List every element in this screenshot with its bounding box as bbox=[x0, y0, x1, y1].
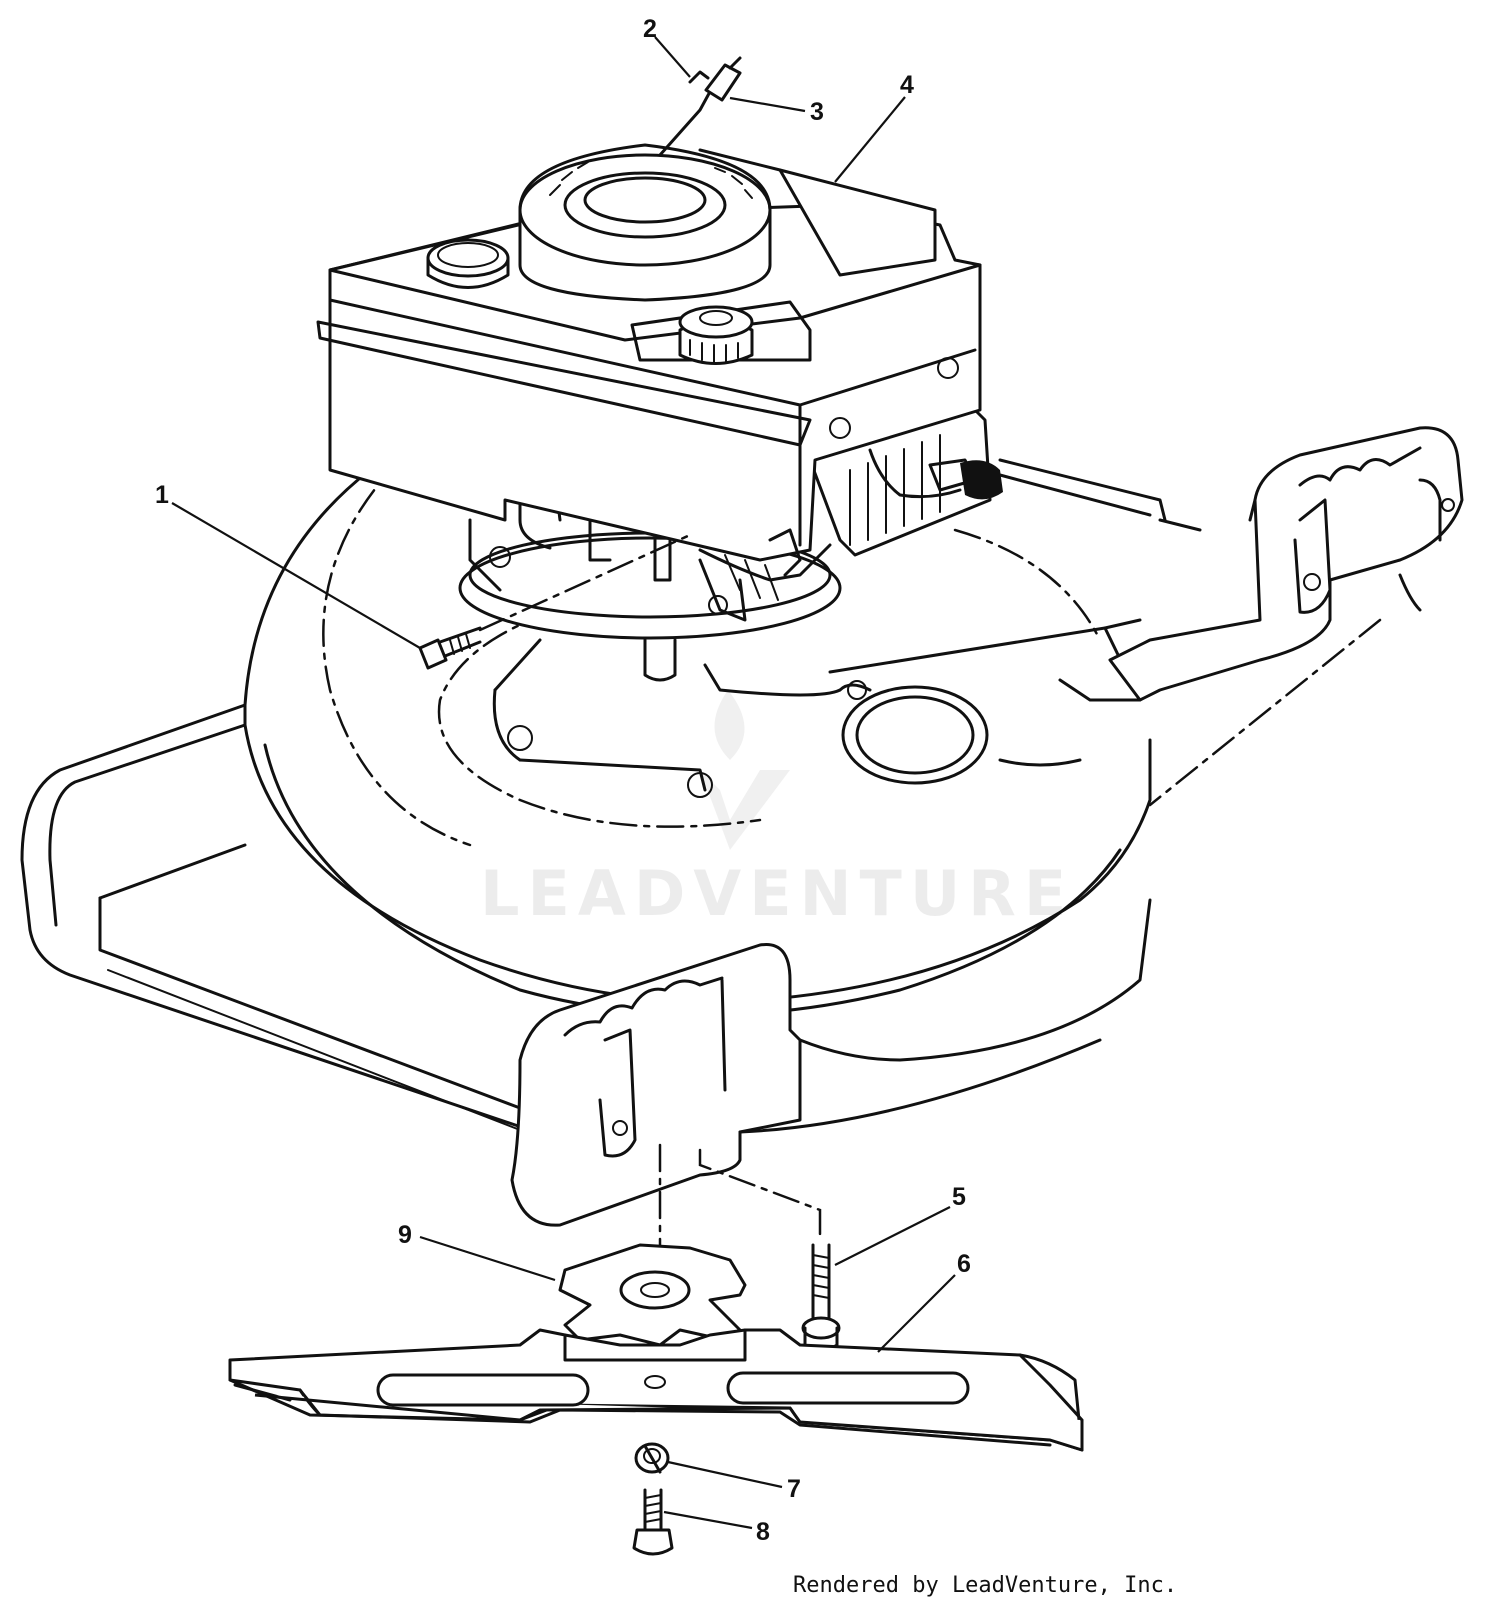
mower-deck bbox=[20, 426, 1464, 1227]
callout-number: 1 bbox=[155, 481, 169, 509]
callout-number: 9 bbox=[398, 1221, 412, 1249]
callout-number: 2 bbox=[643, 15, 657, 43]
blade-bolt-axis-line bbox=[698, 1148, 822, 1242]
callout-9: 9 bbox=[398, 1221, 556, 1282]
engine bbox=[316, 56, 1003, 682]
callout-number: 8 bbox=[756, 1518, 770, 1546]
callout-4: 4 bbox=[834, 71, 914, 183]
callout-number: 4 bbox=[900, 71, 914, 99]
callout-number: 3 bbox=[810, 98, 824, 126]
callout-5: 5 bbox=[834, 1183, 966, 1266]
watermark: LEADVENTURE bbox=[480, 690, 1074, 930]
callout-2: 2 bbox=[643, 15, 691, 78]
callout-1: 1 bbox=[155, 481, 421, 649]
watermark-text: LEADVENTURE bbox=[480, 857, 1074, 930]
engine-mounting-bolt bbox=[418, 533, 692, 670]
render-credit: Rendered by LeadVenture, Inc. bbox=[793, 1573, 1178, 1598]
callout-number: 5 bbox=[952, 1183, 966, 1211]
blade bbox=[228, 1328, 1084, 1452]
callout-6: 6 bbox=[877, 1250, 971, 1353]
lock-washer bbox=[634, 1442, 670, 1474]
callout-7: 7 bbox=[667, 1460, 801, 1503]
blade-bolt bbox=[801, 1243, 841, 1352]
callout-number: 6 bbox=[957, 1250, 971, 1278]
callout-number: 7 bbox=[787, 1475, 801, 1503]
adapter-bolt bbox=[632, 1488, 674, 1556]
callout-8: 8 bbox=[663, 1510, 770, 1546]
blade-adapter bbox=[558, 1243, 747, 1362]
callout-3: 3 bbox=[729, 96, 824, 126]
